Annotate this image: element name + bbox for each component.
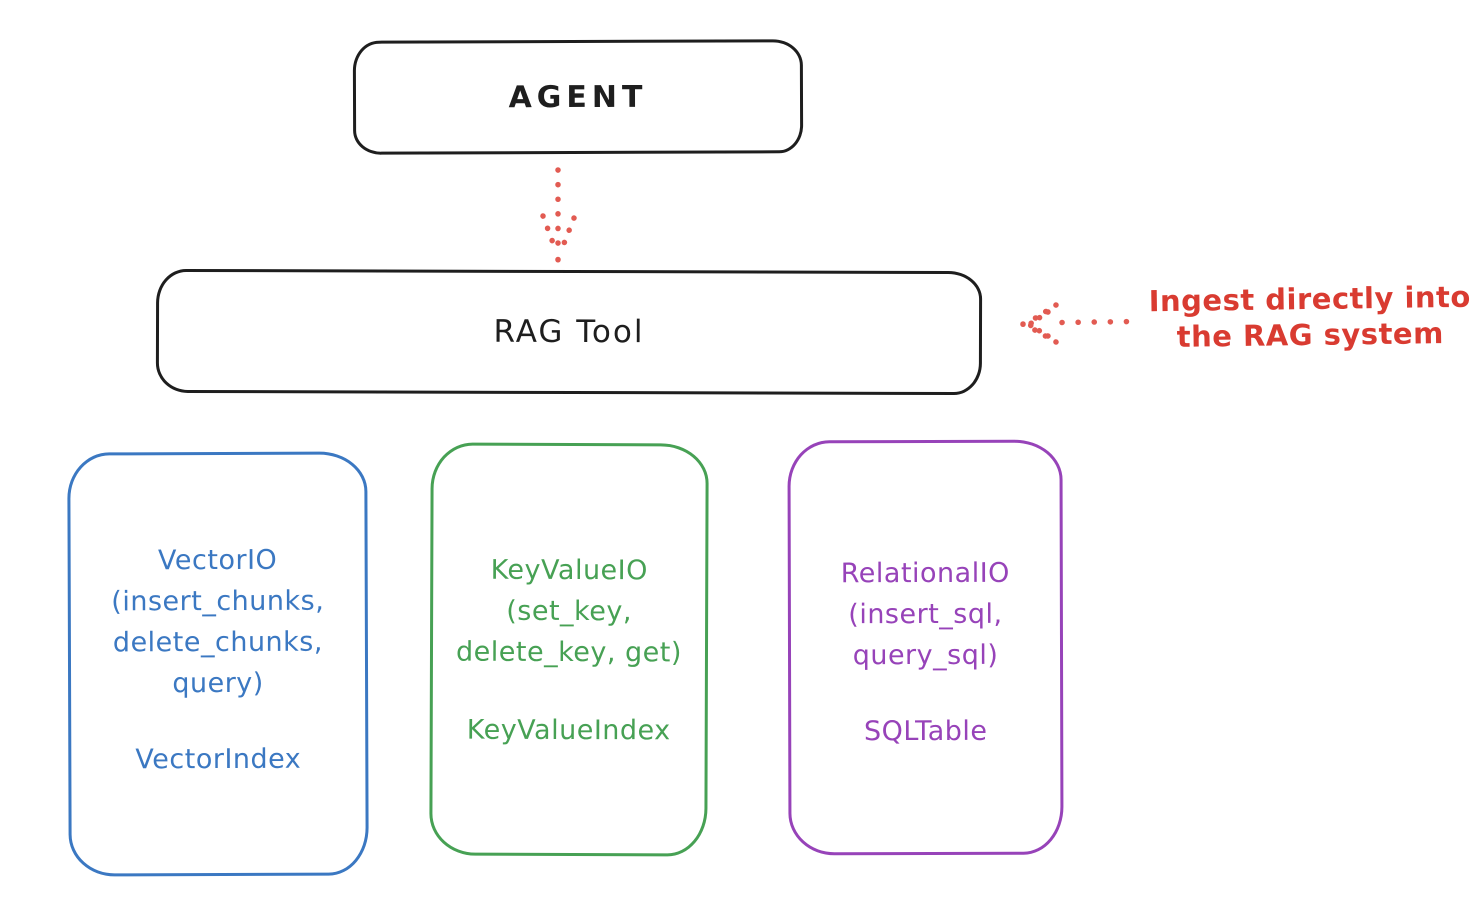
relational-io-index-label: SQLTable — [863, 715, 988, 748]
key-value-io-index-label: KeyValueIndex — [466, 714, 671, 747]
key-value-io-body: KeyValueIO (set_key, delete_key, get) — [455, 554, 682, 669]
ingest-annotation: Ingest directly into the RAG system — [1148, 279, 1472, 354]
backend-card-relational-io: RelationalIO (insert_sql, query_sql) SQL… — [787, 439, 1064, 856]
relational-io-body: RelationalIO (insert_sql, query_sql) — [840, 557, 1010, 672]
agent-box: AGENT — [352, 39, 804, 155]
vector-io-body: VectorIO (insert_chunks, delete_chunks, … — [111, 544, 325, 700]
dotted-arrow-down-icon — [540, 167, 577, 263]
rag-tool-label: RAG Tool — [493, 313, 645, 351]
rag-tool-box: RAG Tool — [155, 268, 983, 396]
dotted-arrow-left-icon — [1020, 302, 1136, 345]
backend-card-key-value-io: KeyValueIO (set_key, delete_key, get) Ke… — [429, 442, 709, 857]
vector-io-index-label: VectorIndex — [135, 743, 302, 776]
agent-label: AGENT — [508, 79, 648, 115]
backend-card-vector-io: VectorIO (insert_chunks, delete_chunks, … — [67, 451, 369, 877]
